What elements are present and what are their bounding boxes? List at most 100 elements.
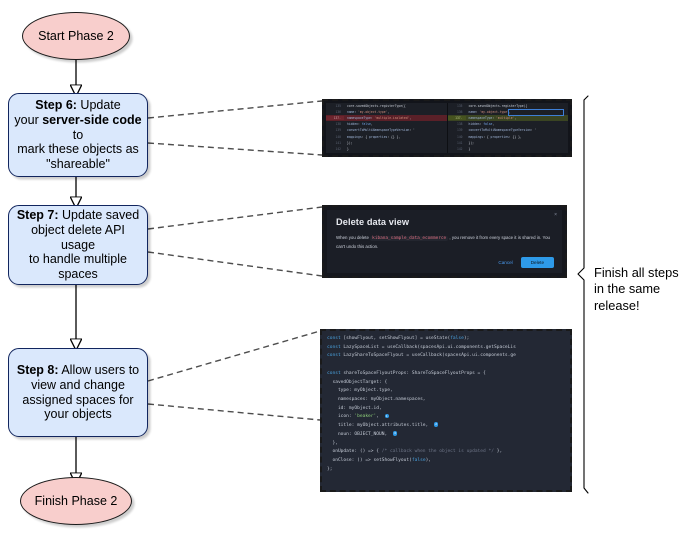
data-view-name-chip: kibana_sample_data_ecommerce <box>370 236 449 241</box>
diff-line-code: namespaceType: 'multiple-isolated', <box>347 116 412 121</box>
step-6-bold: server-side code <box>42 112 142 127</box>
step-8-number: Step 8: <box>16 363 59 377</box>
code-listing: const [showFlyout, setShowFlyout] = useS… <box>327 335 565 475</box>
diff-line-number: 138 <box>335 122 341 127</box>
diff-line-code: }); <box>347 140 353 145</box>
flyout-code-screenshot[interactable]: const [showFlyout, setShowFlyout] = useS… <box>320 329 572 492</box>
node-step-7[interactable]: Step 7: Update saved object delete API u… <box>8 205 148 285</box>
diff-line: 137- namespaceType: 'multiple', <box>447 115 568 122</box>
diff-line: 140 mappings: { properties: {} }, <box>326 133 447 139</box>
release-annotation: Finish all steps in the same release! <box>594 265 691 314</box>
diff-line-number: 141 <box>456 140 463 145</box>
diff-line-code: core.savedObjects.registerType({ <box>468 104 528 109</box>
node-finish-phase-2[interactable]: Finish Phase 2 <box>20 477 132 525</box>
diff-line-code: hidden: false, <box>468 122 495 127</box>
diff-line: 139 convertToMultiNamespaceTypeVersion: … <box>326 127 447 133</box>
annotation-line-3: release! <box>594 297 640 313</box>
diff-line-code: } <box>347 146 349 151</box>
node-step-6[interactable]: Step 6: Update your server-side code to … <box>8 93 148 177</box>
diff-line-code: }); <box>468 140 475 145</box>
diff-line-number: 139 <box>335 128 341 133</box>
delete-data-view-modal: × Delete data view When you delete kiban… <box>327 210 562 273</box>
dialog-body-prefix: When you delete <box>336 235 371 240</box>
node-step-6-text: Step 6: Update your server-side code to … <box>14 98 142 172</box>
node-step-8-text: Step 8: Allow users to view and change a… <box>17 363 139 422</box>
diff-line-code: core.savedObjects.registerType({ <box>347 104 406 109</box>
node-step-8[interactable]: Step 8: Allow users to view and change a… <box>8 348 148 437</box>
code-line: namespaces: myObject.namespaces, <box>327 397 426 403</box>
diff-selection-box <box>507 108 565 116</box>
diff-line: 138 hidden: false, <box>326 121 447 127</box>
diff-line-code: convertToMultiNamespaceTypeVersion: ' <box>347 128 415 133</box>
diff-line-code: hidden: false, <box>347 122 373 127</box>
code-line: savedObjectTarget: { <box>327 379 388 385</box>
diff-line-code: mappings: { properties: {} }, <box>347 134 401 139</box>
diff-line: 141}); <box>448 140 569 146</box>
code-line: }; <box>327 466 333 472</box>
step-6-line4: "shareable" <box>46 157 110 172</box>
step-7-line3: to handle multiple spaces <box>29 252 127 282</box>
diff-line: 142} <box>326 146 447 152</box>
cancel-button[interactable]: Cancel <box>498 260 513 265</box>
step-7-number: Step 7: <box>16 208 59 223</box>
step-8-line1: Allow users to <box>58 363 140 377</box>
diff-line-number: 137- <box>447 116 466 121</box>
delete-button[interactable]: Delete <box>520 257 554 268</box>
step-6-line3: mark these objects as <box>17 142 139 157</box>
diff-line-number: 136 <box>335 110 341 115</box>
close-icon[interactable]: × <box>554 212 557 218</box>
diff-line-code: convertToMultiNamespaceTypeVersion: ' <box>468 128 537 133</box>
code-line <box>327 361 565 370</box>
step-7-line2: object delete API usage <box>31 222 125 252</box>
diff-line: 142} <box>448 146 569 152</box>
diff-line-number: 139 <box>456 128 463 133</box>
diff-line: 138 hidden: false, <box>448 121 569 127</box>
code-line: noun: OBJECT_NOUN, 3 <box>327 431 398 437</box>
diff-line: 137- namespaceType: 'multiple-isolated', <box>326 115 447 122</box>
dialog-title: Delete data view <box>336 217 410 227</box>
annotation-line-1: Finish all steps <box>594 265 679 280</box>
code-line: }, <box>327 440 338 446</box>
annotation-line-2: in the same <box>594 281 661 297</box>
diff-line-code: name: 'my-object-type', <box>468 110 511 115</box>
diff-line-number: 136 <box>456 110 463 115</box>
step-6-line1: Update <box>76 98 121 113</box>
code-line: const [showFlyout, setShowFlyout] = useS… <box>327 336 470 341</box>
annotation-badge-3: 3 <box>392 431 398 436</box>
diff-line-number: 140 <box>456 134 463 139</box>
code-line: id: myObject.id, <box>327 405 382 411</box>
step-8-line3: assigned spaces for <box>22 392 134 407</box>
diff-line: 136 name: 'my-object-type', <box>326 109 447 115</box>
diff-line: 141}); <box>326 140 447 146</box>
diff-line-number: 135 <box>456 104 463 109</box>
diff-line-code: namespaceType: 'multiple', <box>468 116 517 121</box>
step-8-line4: your objects <box>44 407 112 422</box>
step-6-line2a: your <box>14 112 43 127</box>
delete-dialog-screenshot[interactable]: × Delete data view When you delete kiban… <box>322 205 567 278</box>
diff-line: 136 name: 'my-object-type', <box>448 109 569 115</box>
node-start-label: Start Phase 2 <box>38 28 114 43</box>
code-line: const LazySpaceList = useCallback(spaces… <box>327 344 516 350</box>
diff-line-number: 141 <box>335 140 341 145</box>
diff-line: 135 core.savedObjects.registerType({ <box>448 103 569 109</box>
diff-line-number: 142 <box>456 146 463 151</box>
diff-line-number: 138 <box>456 122 463 127</box>
node-start-phase-2[interactable]: Start Phase 2 <box>22 12 130 60</box>
code-line: const LazyShareToSpaceFlyout = useCallba… <box>327 353 516 359</box>
diff-line-number: 137- <box>326 116 344 121</box>
node-step-7-text: Step 7: Update saved object delete API u… <box>14 208 142 282</box>
diff-line: 140 mappings: { properties: {} }, <box>448 133 569 139</box>
dialog-actions: Cancel Delete <box>498 257 554 268</box>
code-line: title: myObject.attributes.title, 2 <box>327 422 439 429</box>
dialog-body: When you delete kibana_sample_data_ecomm… <box>336 234 553 250</box>
diff-line-number: 140 <box>335 134 341 139</box>
step-6-number: Step 6: <box>35 98 77 113</box>
dialog-body-suffix: , you remove it from every space it is s… <box>336 235 550 249</box>
diff-line-code: name: 'my-object-type', <box>347 110 390 115</box>
